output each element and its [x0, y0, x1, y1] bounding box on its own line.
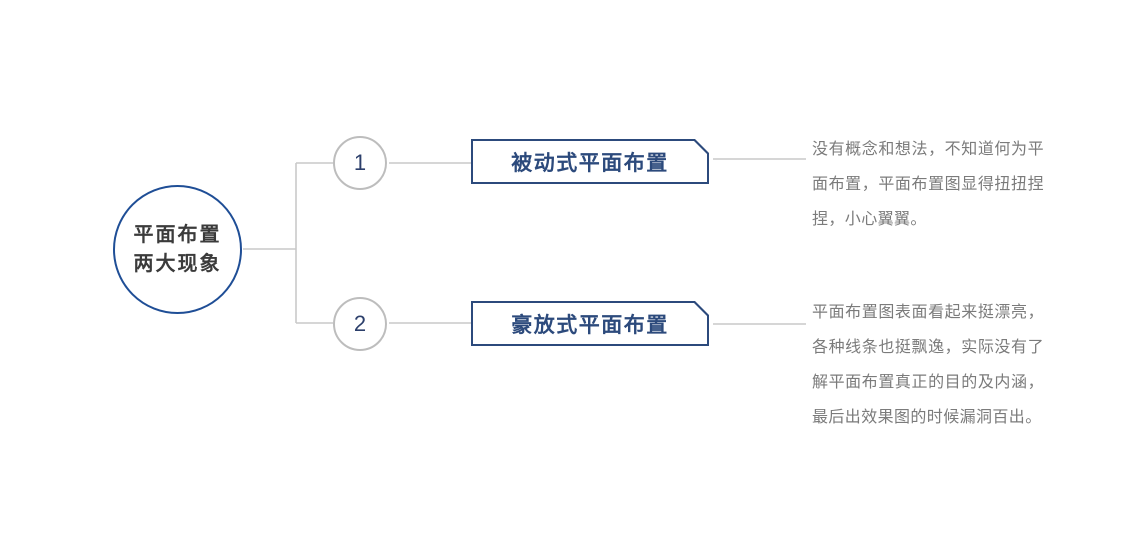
branch-title-label-1: 被动式平面布置: [511, 151, 669, 175]
branch-number-circle-1[interactable]: 1: [333, 136, 387, 190]
branch-number-label-2: 2: [353, 311, 367, 336]
branch-description-2: 平面布置图表面看起来挺漂亮，各种线条也挺飘逸，实际没有了解平面布置真正的目的及内…: [812, 304, 1044, 426]
root-title-line-2: 两大现象: [133, 252, 222, 275]
root-title-line-1: 平面布置: [133, 224, 222, 247]
branch-title-box-1[interactable]: 被动式平面布置: [471, 139, 709, 184]
branch-description-1: 没有概念和想法，不知道何为平面布置，平面布置图显得扭扭捏捏，小心翼翼。: [812, 141, 1044, 228]
root-node[interactable]: 平面布置 两大现象: [113, 185, 242, 314]
branch-title-box-2[interactable]: 豪放式平面布置: [471, 301, 709, 346]
branch-number-circle-2[interactable]: 2: [333, 297, 387, 351]
branch-title-box-1-fill: 被动式平面布置: [473, 141, 707, 182]
branch-title-box-2-fill: 豪放式平面布置: [473, 303, 707, 344]
branch-number-label-1: 1: [353, 150, 367, 175]
branch-title-label-2: 豪放式平面布置: [511, 313, 669, 337]
